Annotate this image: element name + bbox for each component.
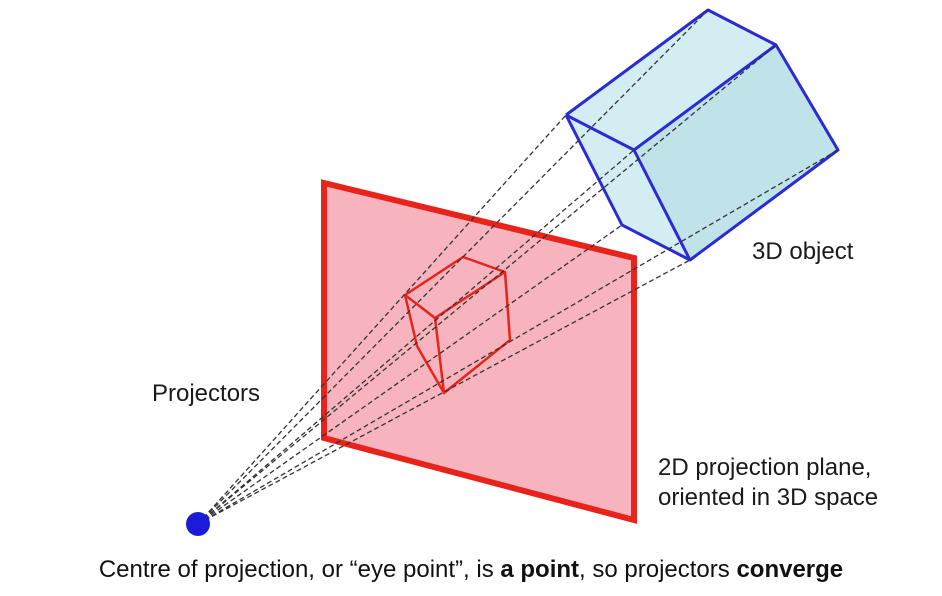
caption-text-1: Centre of projection, or “eye point”, is xyxy=(98,556,501,583)
projection-plane xyxy=(321,179,637,524)
projector-line xyxy=(197,114,567,525)
object-front-edge xyxy=(632,149,692,261)
caption: Centre of projection, or “eye point”, is… xyxy=(0,556,942,584)
caption-bold-2: converge xyxy=(736,556,844,583)
label-plane-line1: 2D projection plane, xyxy=(658,454,872,481)
eye-point xyxy=(186,512,210,536)
projector-line xyxy=(197,44,777,525)
projectors xyxy=(197,9,839,525)
label-3d-object: 3D object xyxy=(752,238,854,265)
label-projectors: Projectors xyxy=(152,380,261,407)
projector-line xyxy=(197,149,839,525)
caption-bold-1: a point xyxy=(500,556,580,583)
projector-line xyxy=(197,224,623,525)
3d-object xyxy=(564,8,840,262)
projector-line xyxy=(197,259,691,525)
projector-line xyxy=(197,9,709,525)
caption-text-2: , so projectors xyxy=(579,556,737,583)
object-face-top xyxy=(566,10,776,150)
label-plane-line2: oriented in 3D space xyxy=(658,484,879,511)
object-face-left xyxy=(566,115,690,260)
object-face-right xyxy=(634,45,838,260)
